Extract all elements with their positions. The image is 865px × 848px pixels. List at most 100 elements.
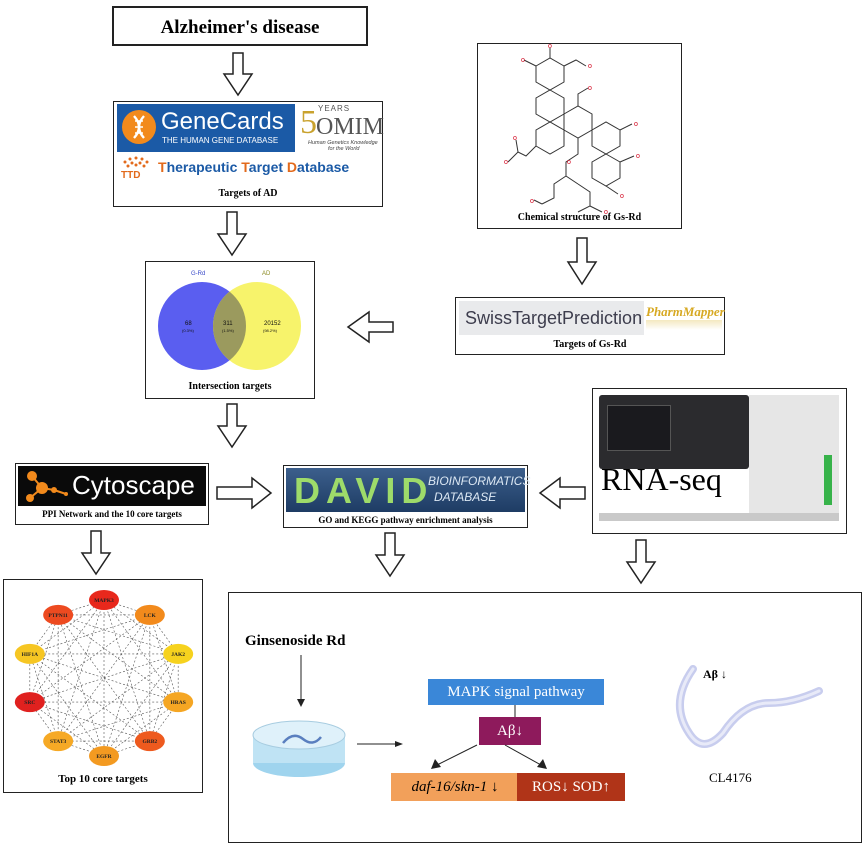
title-box: Alzheimer's disease xyxy=(112,6,368,46)
venn-overlap xyxy=(213,282,246,370)
network-edge xyxy=(103,599,179,655)
results-box: Ginsenoside Rd MAPK signal pathway Aβ↓ d… xyxy=(228,592,862,843)
venn-box: G-Rd AD 68 (0.3%) 311 (1.5%) 20152 (98.2… xyxy=(145,261,315,399)
omim-fifty: 5 xyxy=(300,104,317,141)
abeta-split-arrows xyxy=(431,744,547,769)
arrow-swiss-to-venn xyxy=(346,310,394,344)
david-logo: DAVID BIOINFORMATICS DATABASE xyxy=(286,468,530,512)
sequencer-image xyxy=(599,395,839,523)
network-edge xyxy=(29,614,151,703)
network-node-label: SRC xyxy=(24,700,35,706)
ros-sod-box: ROS↓ SOD↑ xyxy=(517,773,625,801)
petri-dish-icon xyxy=(252,720,346,777)
david-caption: GO and KEGG pathway enrichment analysis xyxy=(318,515,493,525)
network-node xyxy=(14,692,45,713)
ttd-name-w3: atabase xyxy=(297,159,350,175)
cytoscape-box: Cytoscape PPI Network and the 10 core ta… xyxy=(15,463,209,525)
rnaseq-box: RNA-seq xyxy=(592,388,847,534)
network-node-label: PTPN11 xyxy=(48,613,68,619)
network-node xyxy=(14,643,45,664)
network-node-label: LCK xyxy=(144,613,157,619)
sequencer-green-strip xyxy=(824,455,832,505)
worm-abeta-label: Aβ ↓ xyxy=(703,667,727,681)
venn-left-value: 68 xyxy=(185,321,192,327)
svg-text:o: o xyxy=(636,153,640,160)
network-edge xyxy=(57,614,151,742)
cytoscape-network-icon xyxy=(26,471,68,502)
david-line1: BIOINFORMATICS xyxy=(428,474,531,488)
network-edge xyxy=(29,599,105,703)
strain-label: CL4176 xyxy=(709,770,752,785)
venn-center-value: 311 xyxy=(223,321,233,327)
omim-tagline-1: Human Genetics Knowledge xyxy=(308,140,378,146)
network-node xyxy=(43,604,74,625)
network-edge xyxy=(29,701,105,757)
network-edge xyxy=(58,614,179,655)
omim-tagline-2: for the World xyxy=(328,146,360,152)
venn-right-value: 20152 xyxy=(264,321,281,327)
pharmmapper-logo: PharmMapper xyxy=(646,304,725,319)
network-node-label: HRAS xyxy=(171,700,186,706)
daf-arrow: ↓ xyxy=(487,779,499,795)
worm-icon xyxy=(675,665,823,748)
network-node xyxy=(163,692,194,713)
genecards-name: GeneCards xyxy=(161,108,284,135)
arrow-cyto-to-network xyxy=(80,530,112,576)
sequencer-screen xyxy=(607,405,671,451)
venn-diagram: G-Rd AD 68 (0.3%) 311 (1.5%) 20152 (98.2… xyxy=(158,271,301,370)
ttd-name: Therapeutic Target Database xyxy=(158,159,349,175)
network-edge xyxy=(103,599,179,703)
omim-logo: 5 YEARS OMIM Human Genetics Knowledge fo… xyxy=(298,104,384,152)
cytoscape-logo: Cytoscape xyxy=(18,466,206,506)
ttd-name-w1: herapeutic xyxy=(166,159,242,175)
ttd-name-t1: T xyxy=(158,159,167,175)
genecards-tagline: THE HUMAN GENE DATABASE xyxy=(162,136,279,145)
network-node-label: EGFR xyxy=(96,754,112,760)
sequencer-base xyxy=(599,513,839,521)
svg-text:o: o xyxy=(521,57,525,64)
network-edge xyxy=(57,614,179,703)
network-edge xyxy=(149,653,179,742)
ttd-name-w2: arget xyxy=(248,159,287,175)
david-box: DAVID BIOINFORMATICS DATABASE GO and KEG… xyxy=(283,465,530,528)
network-edge xyxy=(58,701,179,742)
ttd-name-d: D xyxy=(286,159,298,175)
venn-left-label: G-Rd xyxy=(191,271,205,277)
network-edge xyxy=(57,614,105,757)
arrow-title-to-db xyxy=(222,52,254,97)
network-edge xyxy=(103,701,179,757)
swiss-caption: Targets of Gs-Rd xyxy=(553,339,627,350)
ad-targets-caption: Targets of AD xyxy=(218,188,278,199)
omim-years: YEARS xyxy=(318,104,351,113)
network-edge xyxy=(57,653,179,742)
arrow-db-to-venn xyxy=(216,211,248,257)
network-node-label: MAPK3 xyxy=(94,598,114,604)
ttd-logo: TTD Therapeutic Target Database xyxy=(118,154,382,182)
swiss-target-box: SwissTargetPrediction PharmMapper Target… xyxy=(455,297,725,355)
arrow-david-to-results xyxy=(374,532,406,578)
molecule-drawing: ooo ooo ooo ooo xyxy=(504,43,640,216)
ttd-abbr: TTD xyxy=(121,170,141,181)
page-title: Alzheimer's disease xyxy=(160,17,320,38)
network-caption: Top 10 core targets xyxy=(58,773,148,785)
network-node xyxy=(163,643,194,664)
dna-icon xyxy=(122,110,156,144)
compound-arrow xyxy=(297,655,305,707)
network-node xyxy=(89,746,119,766)
svg-text:o: o xyxy=(634,121,638,128)
ppi-network: MAPK3LCKJAK2HRASGRB2EGFRSTAT3SRCHIF1APTP… xyxy=(14,590,194,766)
daf-box: daf-16/skn-1 ↓ xyxy=(391,773,519,801)
arrow-rnaseq-to-results xyxy=(625,539,657,585)
ttd-name-t2: T xyxy=(241,159,249,175)
network-edge xyxy=(29,701,150,742)
svg-text:o: o xyxy=(604,209,608,216)
network-edge xyxy=(29,614,150,655)
network-edge xyxy=(29,614,59,703)
dish-arrow xyxy=(357,741,403,747)
network-node xyxy=(134,604,165,625)
swiss-name: SwissTargetPrediction xyxy=(465,308,643,328)
svg-text:o: o xyxy=(530,198,534,205)
swiss-logo: SwissTargetPrediction xyxy=(459,301,644,335)
venn-center-pct: (1.5%) xyxy=(222,328,234,333)
